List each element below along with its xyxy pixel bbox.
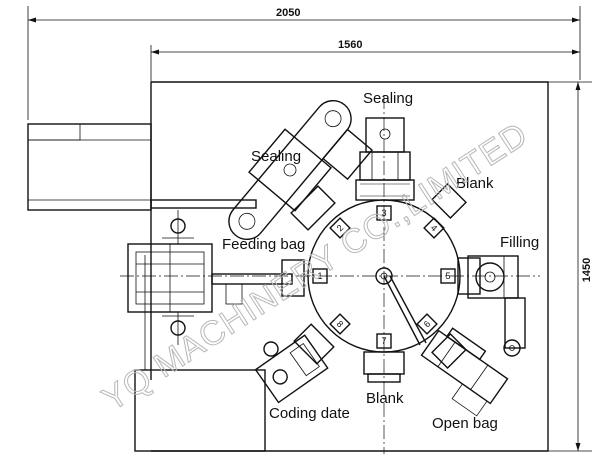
rotary-table: 3 4 5 6 7 8 1 2	[307, 199, 461, 353]
center-lines	[120, 95, 540, 454]
station-labels: Sealing Sealing Blank Filling Feeding ba…	[222, 90, 539, 432]
station-8-number: 8	[335, 319, 346, 330]
station-clamps	[281, 183, 481, 383]
bag-feeder-magazine	[127, 210, 293, 345]
station-7-box	[376, 333, 392, 349]
dimension-overall-width: 2050	[27, 6, 581, 120]
dimension-1450-label: 1450	[581, 258, 593, 282]
dimension-height: 1450	[548, 81, 593, 452]
station-1-number: 1	[317, 271, 322, 281]
sealing-unit-top	[355, 117, 415, 201]
label-open-bag: Open bag	[432, 415, 498, 432]
station-3-box	[376, 205, 392, 221]
station-7-number: 7	[381, 336, 386, 346]
station-8-box	[329, 313, 351, 335]
station-4-box	[423, 217, 445, 239]
dimension-2050-label: 2050	[276, 7, 300, 19]
coding-date-unit	[254, 334, 329, 404]
filling-station	[467, 255, 526, 357]
station-2-number: 2	[335, 223, 346, 234]
label-sealing-top: Sealing	[363, 90, 413, 107]
label-filling: Filling	[500, 234, 539, 251]
station-4-number: 4	[429, 223, 440, 234]
coding-roller-icon	[263, 341, 279, 357]
station-6-box	[416, 313, 438, 335]
label-coding-date: Coding date	[269, 405, 350, 422]
machine-frame	[27, 81, 549, 452]
station-6-number: 6	[422, 319, 433, 330]
label-sealing-left: Sealing	[251, 148, 301, 165]
dimension-1560-label: 1560	[338, 39, 362, 51]
station-2-box	[329, 217, 351, 239]
label-blank-bottom: Blank	[366, 390, 404, 407]
station-1-box	[312, 268, 328, 284]
open-bag-unit	[420, 327, 509, 417]
dimension-inner-width: 1560	[150, 39, 580, 82]
sealing-arm-left	[228, 99, 373, 241]
station-5-box	[440, 268, 456, 284]
label-blank-top: Blank	[456, 175, 494, 192]
watermark-text: YQ MACHINERY CO.,LIMITED	[96, 115, 535, 419]
station-3-number: 3	[381, 208, 386, 218]
station-5-number: 5	[445, 271, 450, 281]
label-feeding-bag: Feeding bag	[222, 236, 305, 253]
